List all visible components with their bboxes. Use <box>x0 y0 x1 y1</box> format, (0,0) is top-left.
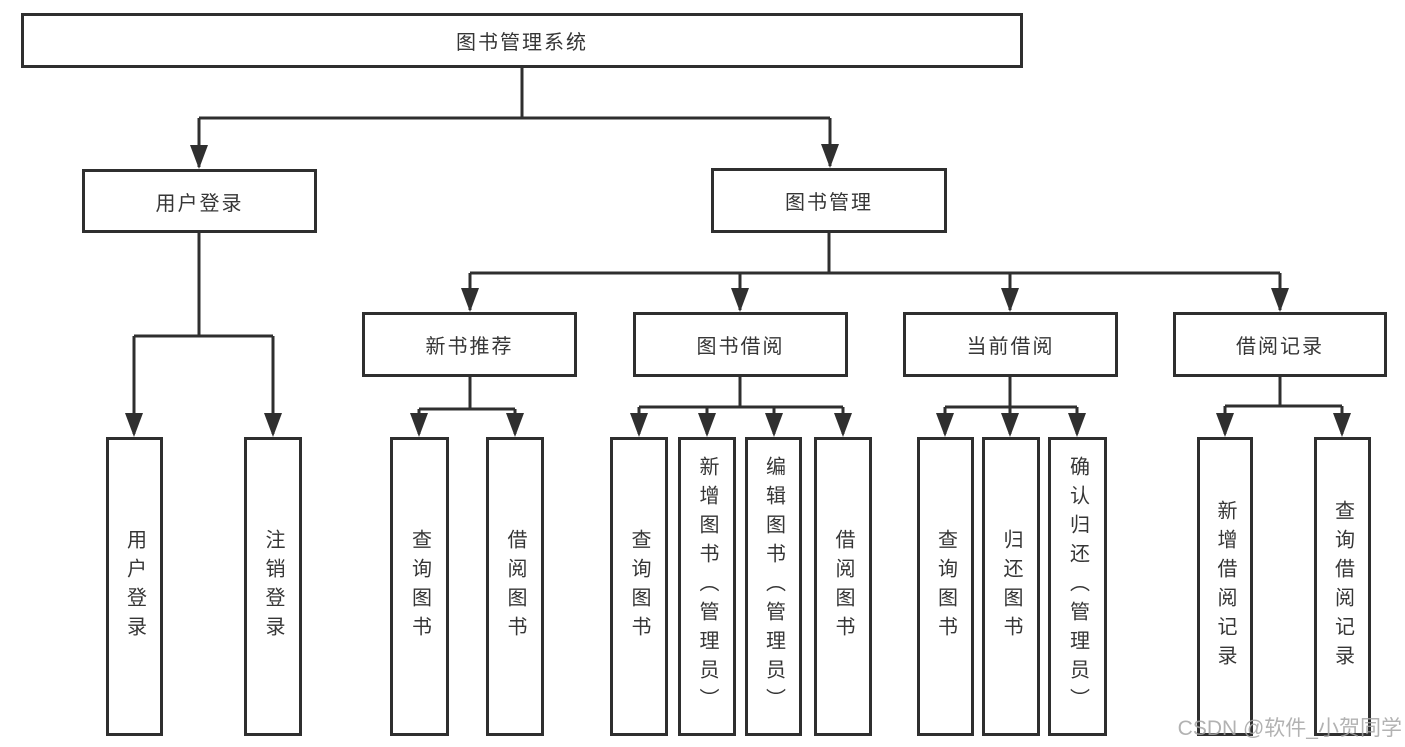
leaf-recommend-borrow-books: 借阅图书 <box>486 437 544 736</box>
leaf-current-query-books: 查询图书 <box>917 437 974 736</box>
node-user-login: 用户登录 <box>82 169 317 233</box>
connector-book-management <box>461 233 1289 312</box>
connector-borrow-records <box>1216 377 1351 437</box>
connector-root <box>190 67 839 169</box>
leaf-records-query-record: 查询借阅记录 <box>1314 437 1371 736</box>
arrow-down-icon <box>1001 288 1019 312</box>
leaf-current-return-books: 归还图书 <box>982 437 1040 736</box>
arrow-down-icon <box>1271 288 1289 312</box>
connector-new-book-recommend <box>410 377 524 437</box>
leaf-borrow-edit-books-admin: 编辑图书（管理员） <box>745 437 802 736</box>
leaf-borrow-add-books-admin: 新增图书（管理员） <box>678 437 736 736</box>
leaf-borrow-borrow-books: 借阅图书 <box>814 437 872 736</box>
leaf-borrow-query-books: 查询图书 <box>610 437 668 736</box>
arrow-down-icon <box>1216 413 1234 437</box>
arrow-down-icon <box>190 145 208 169</box>
leaf-logout: 注销登录 <box>244 437 302 736</box>
arrow-down-icon <box>461 288 479 312</box>
node-library-system: 图书管理系统 <box>21 13 1023 68</box>
node-current-borrow: 当前借阅 <box>903 312 1118 377</box>
connector-current-borrow <box>936 377 1086 437</box>
leaf-records-add-record: 新增借阅记录 <box>1197 437 1253 736</box>
arrow-down-icon <box>125 413 143 437</box>
leaf-user-login: 用户登录 <box>106 437 163 736</box>
connector-book-borrow <box>630 377 852 437</box>
arrow-down-icon <box>834 413 852 437</box>
node-new-book-recommend: 新书推荐 <box>362 312 577 377</box>
arrow-down-icon <box>821 144 839 168</box>
arrow-down-icon <box>1068 413 1086 437</box>
arrow-down-icon <box>410 413 428 437</box>
node-borrow-records: 借阅记录 <box>1173 312 1387 377</box>
arrow-down-icon <box>506 413 524 437</box>
node-book-borrow: 图书借阅 <box>633 312 848 377</box>
arrow-down-icon <box>698 413 716 437</box>
connector-user-login <box>125 233 282 437</box>
leaf-current-confirm-return-admin: 确认归还（管理员） <box>1048 437 1107 736</box>
leaf-recommend-query-books: 查询图书 <box>390 437 449 736</box>
arrow-down-icon <box>936 413 954 437</box>
arrow-down-icon <box>264 413 282 437</box>
watermark-text: CSDN @软件_小贺同学 <box>1177 717 1402 740</box>
arrow-down-icon <box>630 413 648 437</box>
arrow-down-icon <box>1333 413 1351 437</box>
arrow-down-icon <box>765 413 783 437</box>
arrow-down-icon <box>731 288 749 312</box>
arrow-down-icon <box>1001 413 1019 437</box>
node-book-management: 图书管理 <box>711 168 947 233</box>
